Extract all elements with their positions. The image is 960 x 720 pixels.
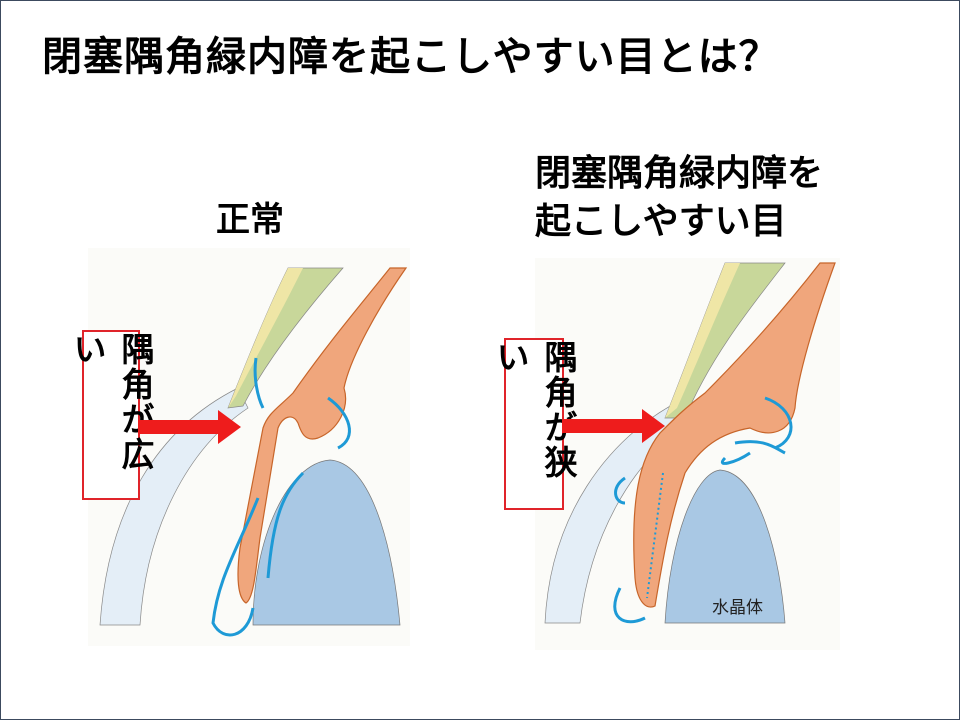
slide-title: 閉塞隅角緑内障を起こしやすい目とは？ [42, 34, 780, 80]
iris [633, 262, 836, 608]
narrow-angle-text: 隅角が狭い [491, 340, 578, 480]
aqueous-flow-arrows [211, 357, 351, 637]
arrow-wide-angle [138, 410, 241, 444]
aqueous-flow-arrows [613, 396, 793, 624]
lens [664, 469, 786, 624]
narrow-angle-callout: 隅角が狭い [491, 338, 578, 510]
risk-eye-heading: 閉塞隅角緑内障を 起こしやすい目 [535, 150, 823, 246]
wide-angle-callout: 隅角が広い [68, 330, 155, 500]
normal-eye-heading: 正常 [216, 200, 284, 240]
narrow-angle-diagram [535, 258, 840, 650]
risk-heading-line2: 起こしやすい目 [535, 201, 787, 242]
arrow-narrow-angle [562, 409, 665, 443]
normal-angle-diagram [88, 248, 410, 646]
risk-heading-line1: 閉塞隅角緑内障を [535, 153, 824, 194]
wide-angle-text: 隅角が広い [68, 332, 155, 472]
iris [237, 267, 408, 604]
lens [252, 459, 401, 626]
lens-label: 水晶体 [712, 598, 763, 618]
